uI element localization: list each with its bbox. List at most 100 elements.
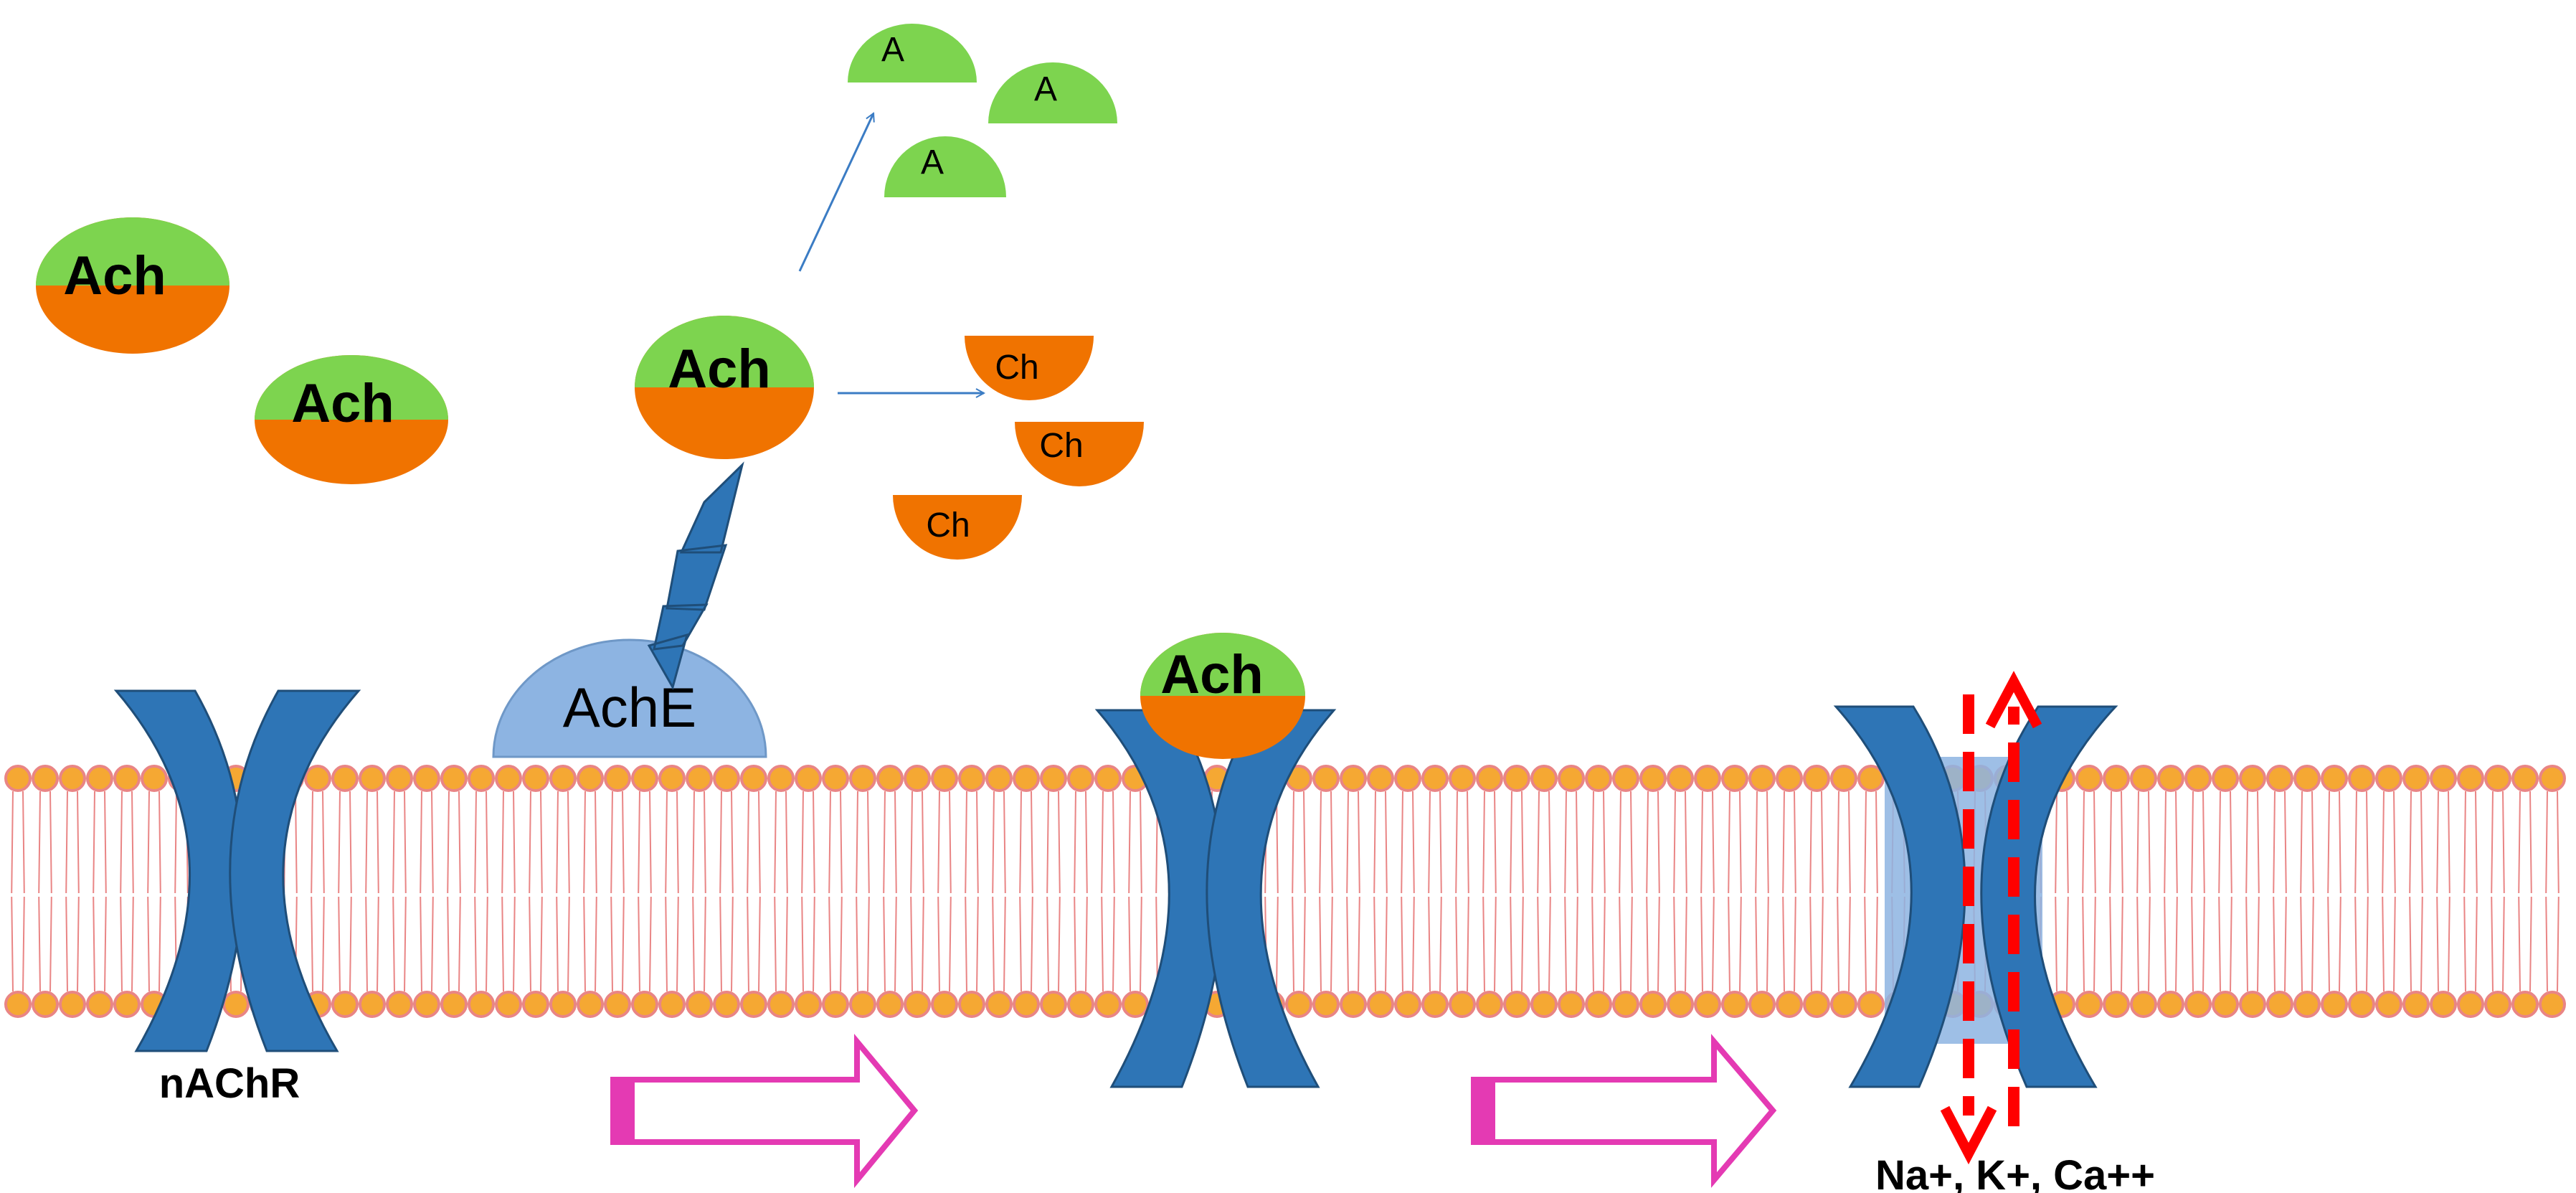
- lipid-head: [1312, 991, 1340, 1018]
- lipid-head: [2539, 991, 2566, 1018]
- lipid-tail: [349, 896, 352, 992]
- lipid-head: [2348, 991, 2375, 1018]
- lipid-head: [2157, 765, 2184, 792]
- lipid-tail: [2557, 791, 2560, 894]
- lipid-tail: [922, 791, 924, 894]
- lipid-tail: [1140, 896, 1142, 992]
- receptor-left-subunit: [113, 689, 245, 1052]
- lipid-head: [113, 991, 141, 1018]
- lipid-tail: [610, 896, 613, 992]
- lipid-tail: [1140, 791, 1142, 894]
- lipid-tail: [2164, 791, 2167, 894]
- lipid-tail: [1401, 896, 1403, 992]
- lipid-tail: [65, 791, 68, 894]
- choline-label: Ch: [1039, 427, 1083, 465]
- arrow-to-acetate: [798, 113, 873, 272]
- lipid-tail: [813, 791, 815, 894]
- lipid-tail: [295, 791, 298, 894]
- lipid-tail: [1794, 791, 1796, 894]
- lipid-tail: [610, 791, 613, 894]
- lipid-head: [413, 765, 440, 792]
- lipid-tail: [1455, 791, 1458, 894]
- lipid-tail: [447, 896, 450, 992]
- lipid-head: [767, 765, 795, 792]
- lipid-tail: [2218, 791, 2221, 894]
- lipid-head: [876, 991, 904, 1018]
- lipid-tail: [2339, 791, 2341, 894]
- lipid-tail: [486, 896, 488, 992]
- lipid-head: [1857, 765, 1885, 792]
- lipid-tail: [458, 791, 461, 894]
- lipid-tail: [22, 791, 25, 894]
- lipid-head: [604, 765, 631, 792]
- lipid-head: [1013, 765, 1040, 792]
- lipid-head: [2103, 765, 2130, 792]
- lipid-tail: [1548, 791, 1551, 894]
- lipid-head: [1421, 991, 1449, 1018]
- lipid-tail: [1864, 791, 1867, 894]
- lipid-tail: [1330, 896, 1333, 992]
- arrow-down-icon: [1940, 1105, 1997, 1165]
- lipid-tail: [338, 896, 341, 992]
- lipid-tail: [894, 791, 897, 894]
- lipid-head: [931, 765, 958, 792]
- lipid-head: [2212, 765, 2239, 792]
- lipid-tail: [1782, 791, 1785, 894]
- lipid-tail: [120, 791, 123, 894]
- lipid-head: [1503, 765, 1530, 792]
- lipid-head: [141, 765, 168, 792]
- lipid-head: [1394, 991, 1421, 1018]
- lipid-tail: [665, 791, 668, 894]
- lipid-tail: [638, 791, 640, 894]
- nachr-receptor-resting: [113, 689, 361, 1052]
- lipid-tail: [404, 896, 407, 992]
- lipid-tail: [1848, 791, 1851, 894]
- lipid-tail: [77, 791, 80, 894]
- lipid-tail: [704, 791, 706, 894]
- lipid-head: [2457, 991, 2484, 1018]
- lipid-tail: [1046, 896, 1049, 992]
- lipid-tail: [338, 791, 341, 894]
- lipid-head: [32, 765, 59, 792]
- lipid-head: [713, 765, 740, 792]
- lipid-tail: [1521, 791, 1524, 894]
- lipid-tail: [77, 896, 80, 992]
- lipid-head: [1639, 765, 1667, 792]
- lipid-head: [2457, 765, 2484, 792]
- lipid-tail: [1548, 896, 1551, 992]
- ach-molecule-hydrolyzed: Ach: [635, 316, 814, 459]
- ache-dome: [492, 638, 767, 758]
- lipid-tail: [785, 791, 788, 894]
- lipid-tail: [1003, 791, 1006, 894]
- lipid-tail: [867, 896, 870, 992]
- lipid-tail: [1467, 791, 1469, 894]
- lipid-tail: [1728, 791, 1730, 894]
- lipid-tail: [704, 896, 706, 992]
- lipid-tail: [93, 791, 95, 894]
- lipid-tail: [2109, 791, 2112, 894]
- lipid-tail: [774, 791, 777, 894]
- lipid-head: [1394, 765, 1421, 792]
- lipid-tail: [2284, 791, 2287, 894]
- lipid-tail: [540, 791, 543, 894]
- lipid-head: [1421, 765, 1449, 792]
- lipid-tail: [1439, 791, 1442, 894]
- lipid-head: [658, 991, 686, 1018]
- ach-label: Ach: [668, 339, 771, 400]
- lipid-tail: [22, 896, 25, 992]
- lipid-tail: [1292, 896, 1294, 992]
- lipid-head: [849, 765, 876, 792]
- lipid-tail: [2148, 896, 2151, 992]
- lipid-tail: [1276, 896, 1279, 992]
- lipid-head: [1040, 991, 1067, 1018]
- lipid-head: [1067, 991, 1094, 1018]
- lipid-head: [1694, 991, 1721, 1018]
- lipid-head: [904, 765, 931, 792]
- lipid-tail: [856, 791, 858, 894]
- lipid-tail: [2409, 791, 2412, 894]
- lipid-tail: [147, 791, 150, 894]
- lipid-tail: [2327, 896, 2330, 992]
- receptor-right-subunit: [229, 689, 361, 1052]
- lipid-head: [577, 765, 604, 792]
- lipid-head: [795, 991, 822, 1018]
